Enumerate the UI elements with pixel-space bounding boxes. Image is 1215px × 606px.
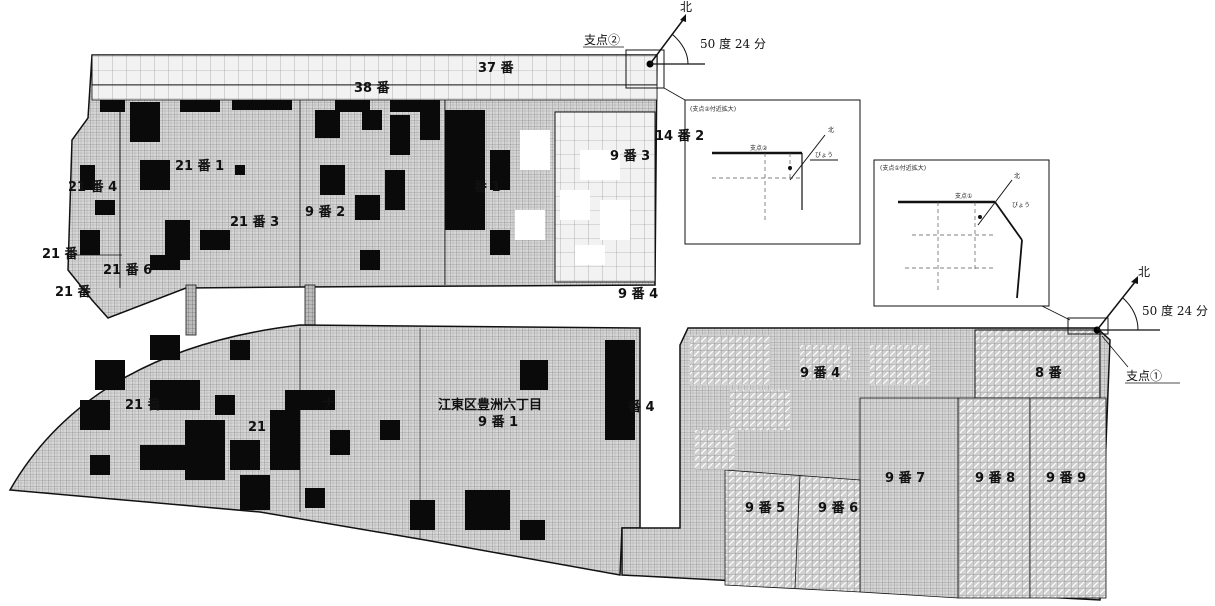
lot-9-5-area — [724, 469, 861, 593]
inset-right-north: 北 — [1014, 172, 1020, 180]
inset-upper-north: 北 — [828, 126, 834, 134]
lower-right-block — [621, 327, 1111, 601]
connector-left — [185, 284, 197, 336]
lot-na: ナ — [322, 397, 335, 412]
lot-9-7: 9 番 7 — [885, 470, 925, 486]
lot-8: 8 番 — [1035, 365, 1063, 381]
lot-9-9: 9 番 9 — [1046, 470, 1086, 486]
inset-point-2: (支点②付近拡大) 支点② 北 びょう — [684, 99, 861, 245]
lot-21-a: 21 番 — [42, 246, 79, 262]
strip-38 — [91, 84, 658, 101]
lot-9-8: 9 番 8 — [975, 470, 1015, 486]
north-indicator-right: 北 50 度 24 分 支点① — [1067, 265, 1208, 384]
angle-arc-right — [1122, 297, 1139, 331]
angle-arc — [671, 33, 689, 65]
lot-38: 38 番 — [354, 80, 391, 96]
inset-upper-title: (支点②付近拡大) — [690, 105, 736, 113]
lot-21-c: 21 番 — [125, 397, 162, 413]
north-label-right: 北 — [1138, 265, 1150, 279]
lot-9-3: 9 番 3 — [610, 148, 650, 164]
lot-14-2: 14 番 2 — [655, 128, 704, 144]
lot-8-area — [974, 329, 1101, 399]
bearing-text-top: 50 度 24 分 — [700, 36, 766, 51]
upper-dark-patches — [80, 100, 510, 270]
lot-9-4-mid: 9 番 4 — [618, 286, 658, 302]
lot-21-1: 21 番 1 — [175, 158, 224, 174]
inset-right-marker: びょう — [1012, 201, 1030, 209]
bearing-text-right: 50 度 24 分 — [1142, 303, 1208, 318]
north-label-top: 北 — [680, 0, 692, 14]
lot-9-1-top: 番 1 — [473, 179, 501, 195]
north-indicator-top: 北 50 度 24 分 支点② — [583, 0, 766, 101]
upper-light-patches — [515, 130, 630, 265]
lot-4: 番 4 — [627, 399, 655, 415]
inset-upper-point: 支点② — [750, 144, 768, 152]
lot-9-6: 9 番 6 — [818, 500, 858, 516]
inset-point-1: (支点①付近拡大) 支点① 北 びょう — [873, 159, 1071, 321]
point-1-label: 支点① — [1126, 369, 1162, 383]
lot-9-7-area — [859, 397, 959, 599]
inset-upper-marker: びょう — [815, 151, 833, 159]
lot-21-6: 21 番 6 — [103, 262, 152, 278]
lot-21-d: 21 — [248, 420, 266, 435]
lot-labels: 37 番 38 番 14 番 2 9 番 3 21 番 1 21 番 4 番 1… — [42, 60, 1086, 516]
lot-9-2: 9 番 2 — [305, 204, 345, 220]
lot-21-3: 21 番 3 — [230, 214, 279, 230]
lower-left-block — [8, 324, 641, 576]
north-arrow-right-icon — [1131, 276, 1138, 284]
lower-right-light-patches — [690, 335, 930, 470]
lot-9-5: 9 番 5 — [745, 500, 785, 516]
inset-right-title: (支点①付近拡大) — [880, 164, 926, 172]
lot-21-b: 21 番 — [55, 284, 92, 300]
lot-21-4: 21 番 4 — [68, 179, 117, 195]
lower-dark-patches — [80, 335, 635, 540]
lot-9-1: 9 番 1 — [478, 414, 518, 430]
strip-37 — [91, 54, 658, 86]
town-name: 江東区豊洲六丁目 — [438, 397, 542, 413]
upper-block — [67, 54, 658, 319]
lot-37: 37 番 — [478, 60, 515, 76]
lot-9-8-area — [957, 397, 1107, 599]
inset-right-point: 支点① — [955, 192, 972, 200]
lot-9-4-right: 9 番 4 — [800, 365, 840, 381]
north-arrow-icon — [680, 14, 686, 22]
point-2-label: 支点② — [584, 33, 620, 47]
